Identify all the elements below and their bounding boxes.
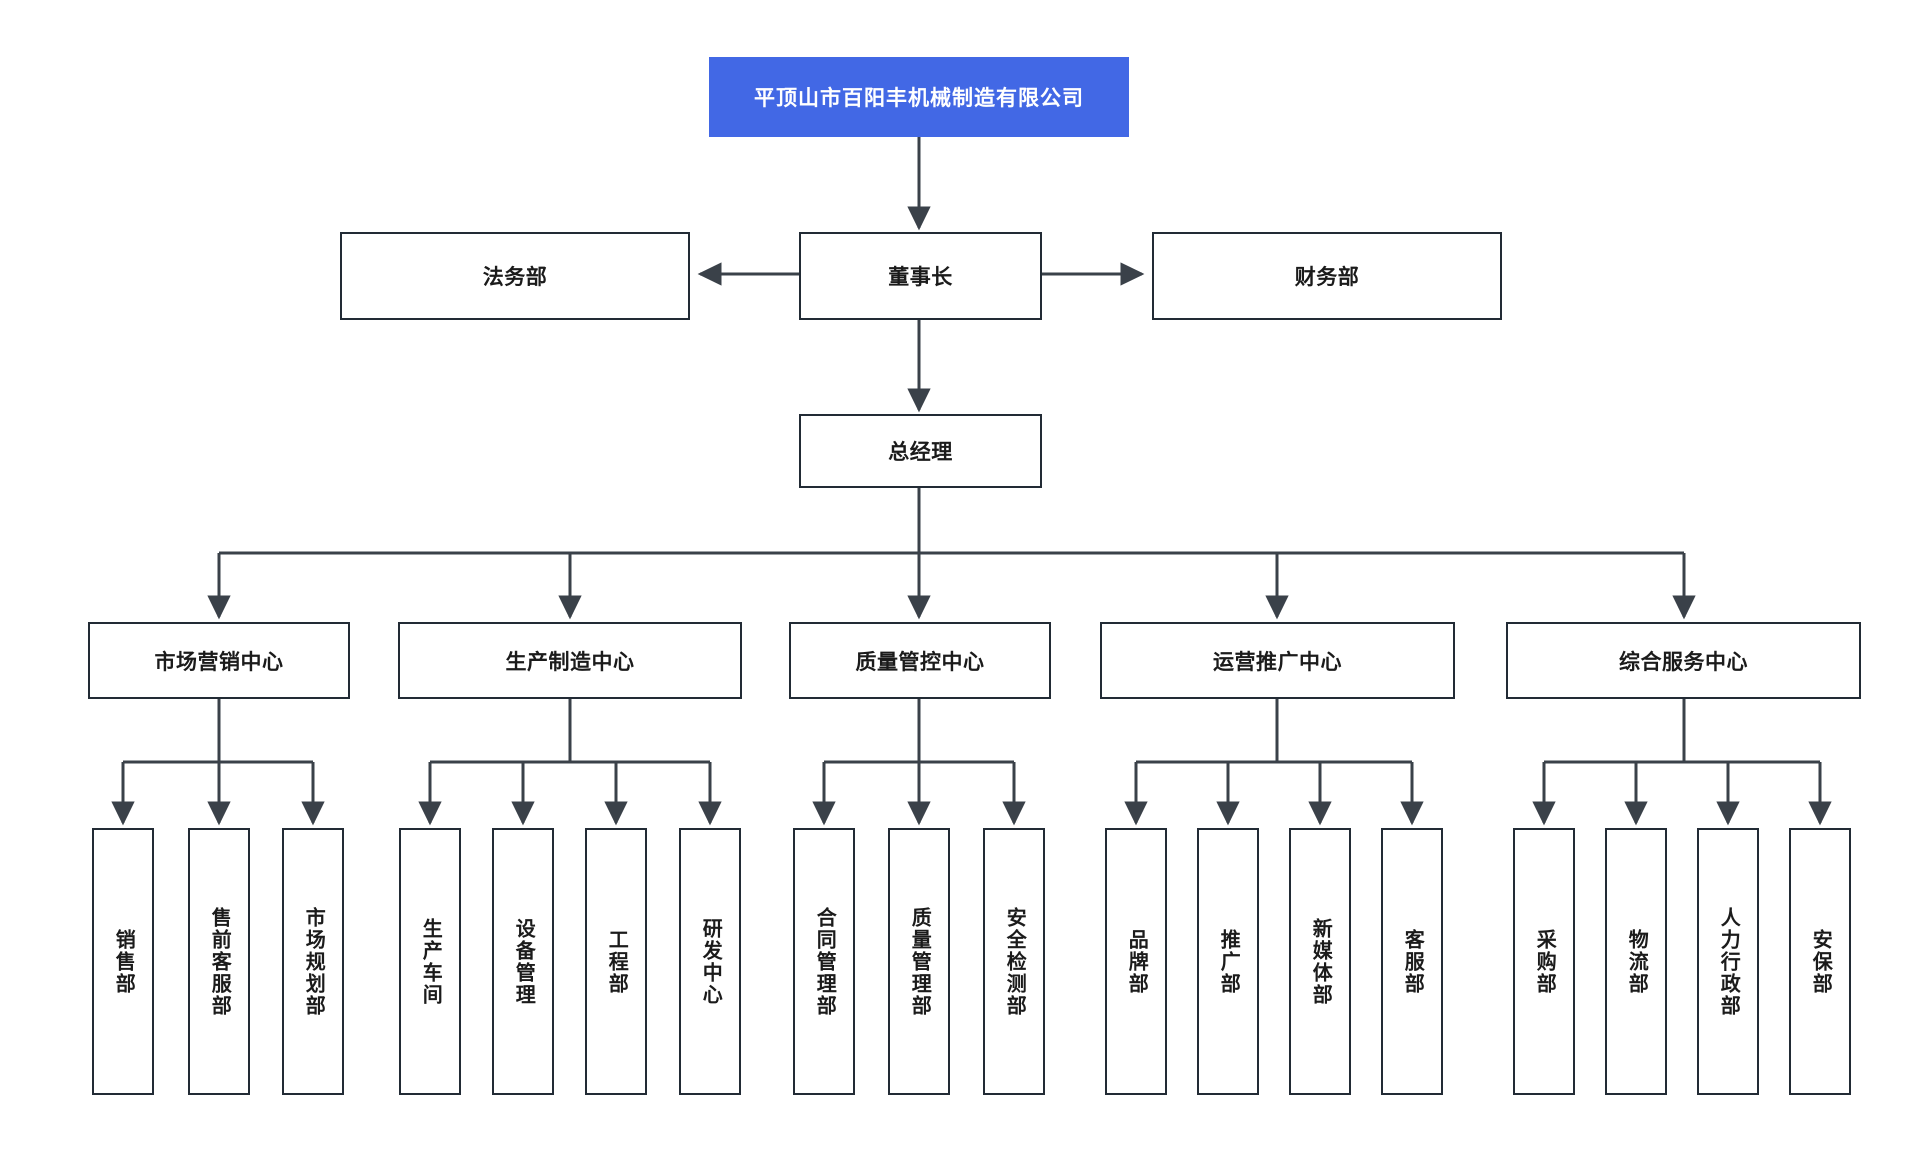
node-legal-department[interactable]: 法务部: [340, 232, 690, 320]
node-department-safety-inspection-label: 安全检测部: [1003, 906, 1026, 1017]
node-legal-department-label: 法务部: [482, 266, 548, 289]
node-department-security-label: 安保部: [1809, 928, 1832, 995]
node-department-equipment-management-label: 设备管理: [512, 917, 535, 1006]
node-department-customer-service[interactable]: 客服部: [1381, 828, 1443, 1095]
node-department-presales-service[interactable]: 售前客服部: [188, 828, 250, 1095]
node-department-security[interactable]: 安保部: [1789, 828, 1851, 1095]
node-department-procurement[interactable]: 采购部: [1513, 828, 1575, 1095]
node-department-engineering-label: 工程部: [605, 928, 628, 995]
node-department-customer-service-label: 客服部: [1401, 928, 1424, 995]
node-department-contract-management[interactable]: 合同管理部: [793, 828, 855, 1095]
node-center-marketing-label: 市场营销中心: [154, 650, 284, 674]
node-department-quality-management-label: 质量管理部: [908, 906, 931, 1017]
node-finance-department-label: 财务部: [1294, 266, 1360, 289]
node-department-production-workshop[interactable]: 生产车间: [399, 828, 461, 1095]
node-department-sales[interactable]: 销售部: [92, 828, 154, 1095]
node-department-sales-label: 销售部: [112, 928, 135, 995]
node-department-equipment-management[interactable]: 设备管理: [492, 828, 554, 1095]
node-department-rnd-center[interactable]: 研发中心: [679, 828, 741, 1095]
node-center-marketing[interactable]: 市场营销中心: [88, 622, 350, 699]
node-center-manufacturing-label: 生产制造中心: [505, 650, 635, 674]
node-finance-department[interactable]: 财务部: [1152, 232, 1502, 320]
node-chairman[interactable]: 董事长: [799, 232, 1042, 320]
node-company-root-label: 平顶山市百阳丰机械制造有限公司: [754, 87, 1084, 110]
node-department-presales-service-label: 售前客服部: [208, 906, 231, 1017]
node-center-operations[interactable]: 运营推广中心: [1100, 622, 1455, 699]
node-department-promotion-label: 推广部: [1217, 928, 1240, 995]
node-department-safety-inspection[interactable]: 安全检测部: [983, 828, 1045, 1095]
node-department-hr-administration[interactable]: 人力行政部: [1697, 828, 1759, 1095]
node-department-brand[interactable]: 品牌部: [1105, 828, 1167, 1095]
node-center-manufacturing[interactable]: 生产制造中心: [398, 622, 742, 699]
node-department-new-media-label: 新媒体部: [1309, 917, 1332, 1006]
node-department-hr-administration-label: 人力行政部: [1717, 906, 1740, 1017]
node-center-services-label: 综合服务中心: [1619, 650, 1748, 674]
node-department-market-planning[interactable]: 市场规划部: [282, 828, 344, 1095]
node-center-quality-label: 质量管控中心: [855, 650, 985, 674]
node-chairman-label: 董事长: [888, 266, 953, 289]
node-general-manager-label: 总经理: [888, 441, 953, 464]
node-department-production-workshop-label: 生产车间: [419, 917, 442, 1006]
node-general-manager[interactable]: 总经理: [799, 414, 1042, 488]
node-department-new-media[interactable]: 新媒体部: [1289, 828, 1351, 1095]
node-center-operations-label: 运营推广中心: [1213, 650, 1342, 674]
node-department-contract-management-label: 合同管理部: [813, 906, 836, 1017]
node-company-root[interactable]: 平顶山市百阳丰机械制造有限公司: [709, 57, 1129, 137]
node-department-promotion[interactable]: 推广部: [1197, 828, 1259, 1095]
node-department-procurement-label: 采购部: [1533, 928, 1556, 995]
node-department-logistics-label: 物流部: [1625, 928, 1648, 995]
node-department-market-planning-label: 市场规划部: [302, 906, 325, 1017]
node-center-quality[interactable]: 质量管控中心: [789, 622, 1051, 699]
node-department-rnd-center-label: 研发中心: [699, 917, 722, 1006]
node-department-engineering[interactable]: 工程部: [585, 828, 647, 1095]
node-department-logistics[interactable]: 物流部: [1605, 828, 1667, 1095]
node-department-quality-management[interactable]: 质量管理部: [888, 828, 950, 1095]
node-center-services[interactable]: 综合服务中心: [1506, 622, 1861, 699]
node-department-brand-label: 品牌部: [1125, 928, 1148, 995]
